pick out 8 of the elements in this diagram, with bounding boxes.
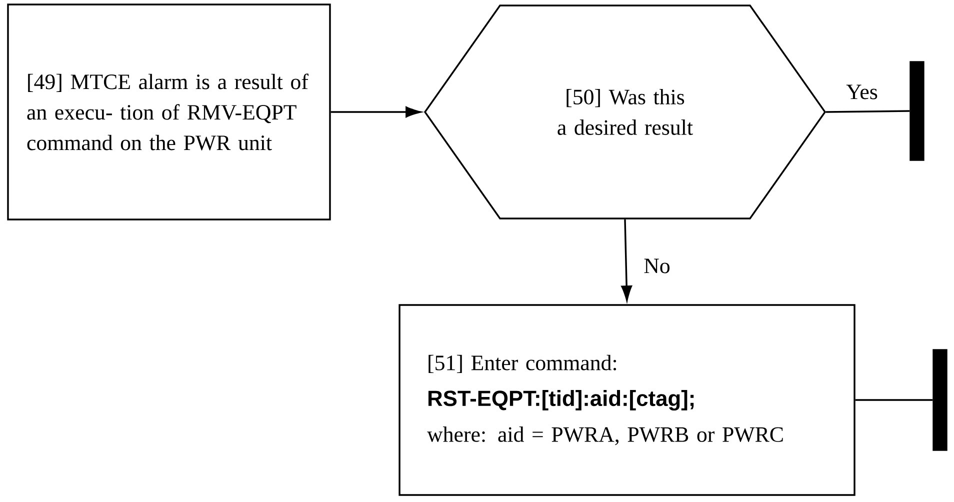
process-box: [49] MTCE alarm is a result of an execu- tion of RMV-EQPT command on the PWR unit	[7, 4, 331, 220]
terminator-bar	[932, 349, 948, 451]
terminator-bar	[910, 61, 924, 161]
process-box: [51] Enter command: RST-EQPT:[tid]:aid:[ctag]; where: aid = PWRA, PWRB or PWRC	[398, 304, 856, 496]
arrow	[330, 106, 421, 118]
edge-label: No	[642, 257, 672, 275]
arrow	[621, 219, 632, 301]
edge-label: Yes	[844, 83, 880, 101]
